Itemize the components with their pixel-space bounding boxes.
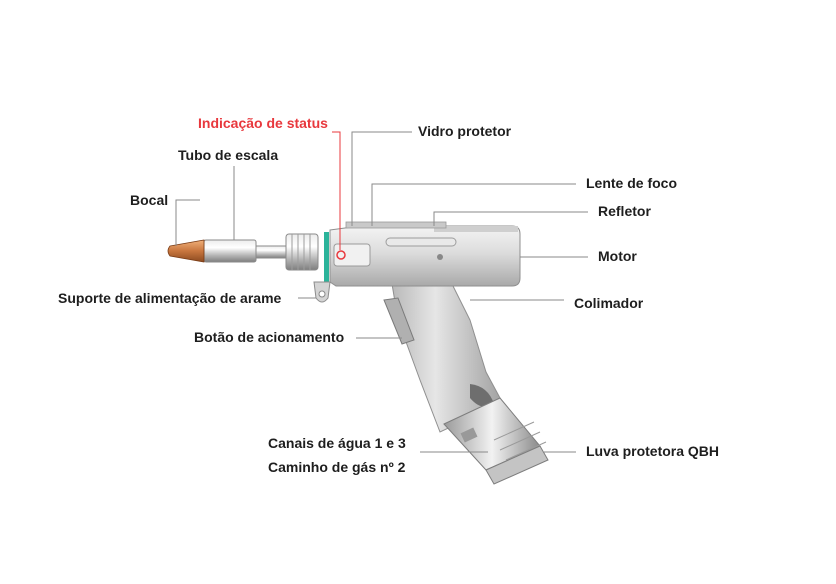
nozzle [167, 239, 205, 263]
label-nozzle: Bocal [130, 192, 168, 208]
leader-status-indicator [332, 131, 341, 250]
status-indicator-light [336, 250, 346, 260]
leader-lines [175, 131, 588, 453]
label-wire-feed-support: Suporte de alimentação de arame [58, 290, 282, 306]
label-qbh-sleeve: Luva protetora QBH [586, 443, 719, 459]
label-collimator: Colimador [574, 295, 644, 311]
label-status-indicator: Indicação de status [198, 115, 328, 131]
labels: Indicação de status Vidro protetor Tubo … [58, 115, 719, 475]
leader-nozzle [175, 199, 200, 246]
leader-protective-glass [351, 131, 412, 226]
top-rail [345, 221, 447, 229]
label-gas-path: Caminho de gás nº 2 [268, 459, 406, 475]
label-scale-tube: Tubo de escala [178, 147, 278, 163]
reflector-plate [434, 226, 518, 232]
knurled-collar [285, 233, 319, 271]
label-reflector: Refletor [598, 203, 651, 219]
leader-focus-lens [371, 183, 576, 226]
qbh-protective-sleeve [443, 397, 549, 485]
label-protective-glass: Vidro protetor [418, 123, 512, 139]
body-slot [385, 237, 457, 247]
label-focus-lens: Lente de foco [586, 175, 677, 191]
green-ring [324, 232, 329, 284]
status-window [333, 243, 371, 267]
label-water-channels: Canais de água 1 e 3 [268, 435, 406, 451]
leader-reflector [433, 211, 588, 226]
trigger-button[interactable] [383, 297, 415, 345]
handle-grip-cutout [470, 384, 494, 407]
gun-illustration [167, 221, 549, 485]
label-trigger-button: Botão de acionamento [194, 329, 344, 345]
scale-tube [203, 239, 257, 263]
label-motor: Motor [598, 248, 637, 264]
motor-knob [437, 254, 443, 260]
